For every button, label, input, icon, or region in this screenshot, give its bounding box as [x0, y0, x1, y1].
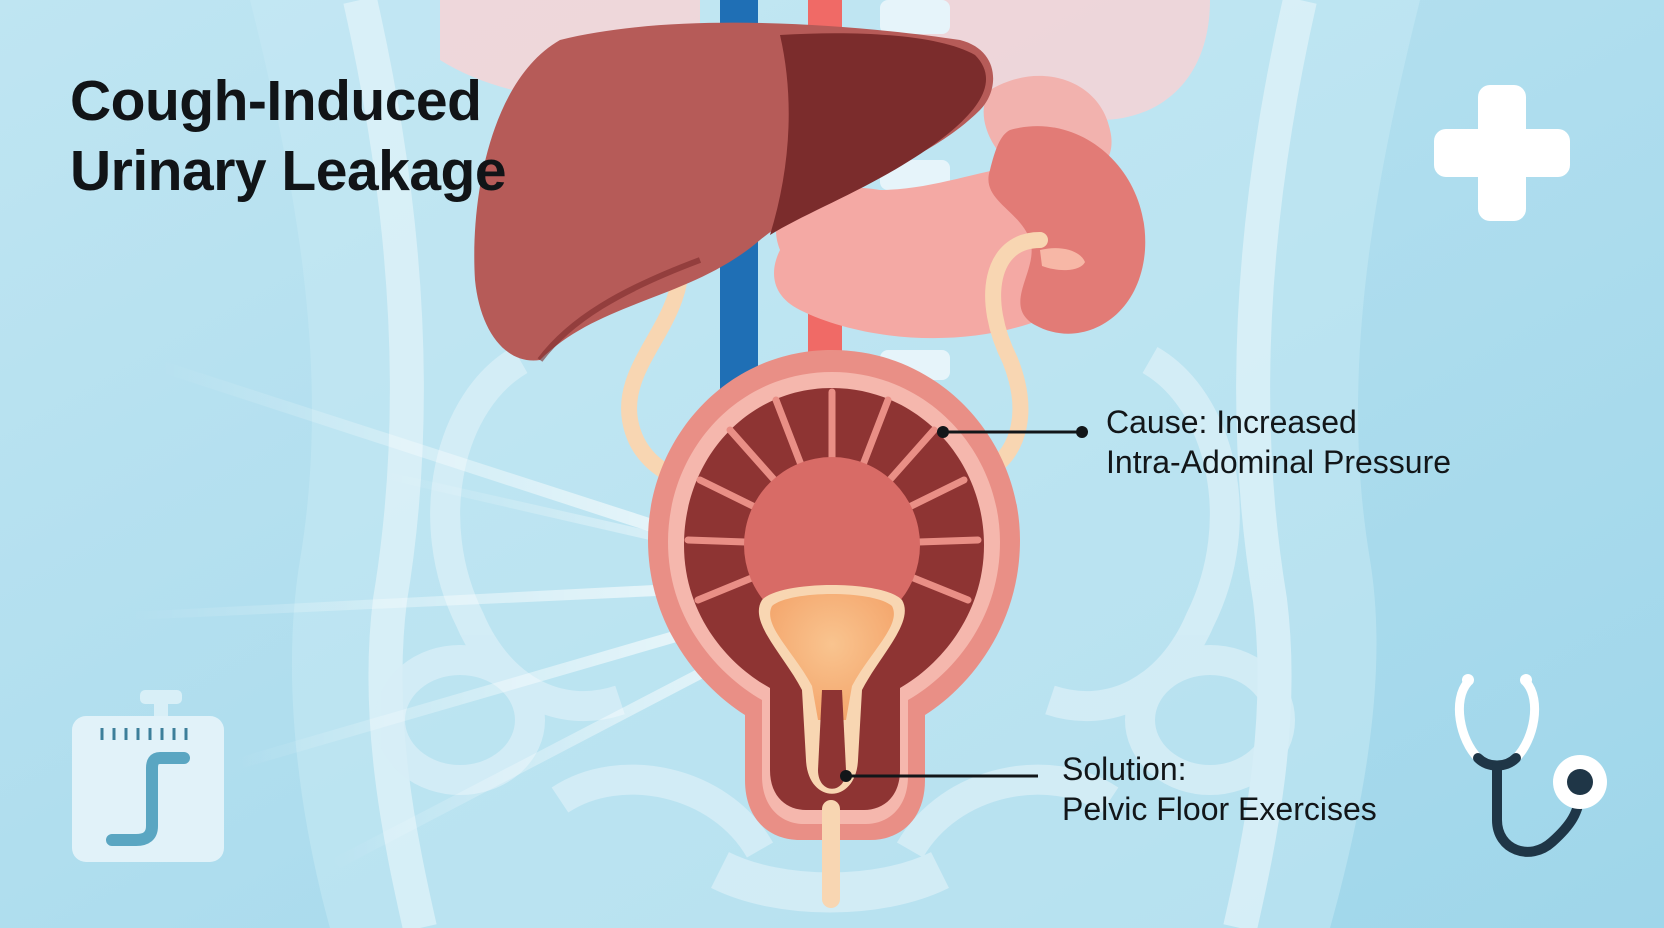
title-line-2: Urinary Leakage — [70, 139, 507, 203]
timer-icon — [72, 690, 224, 862]
urine — [770, 594, 894, 720]
kidney — [988, 126, 1146, 334]
pelvis-bones — [375, 346, 1295, 913]
left-body-outline — [343, 0, 437, 928]
left-ureter — [621, 242, 689, 488]
cause-line-1: Cause: Increased — [1106, 404, 1357, 440]
page-title: Cough-Induced Urinary Leakage — [70, 66, 507, 206]
renal-pelvis — [1040, 248, 1085, 271]
title-line-1: Cough-Induced — [70, 69, 482, 133]
cause-callout: Cause: Increased Intra-Adominal Pressure — [1106, 402, 1451, 482]
urethral-sphincter — [818, 690, 846, 789]
bladder — [648, 350, 1020, 908]
cause-leader — [937, 426, 1088, 438]
urethra-tube — [822, 800, 840, 908]
liver-right-lobe — [770, 33, 987, 236]
solution-leader — [840, 770, 1038, 782]
medical-cross-icon — [1434, 85, 1570, 221]
right-ureter — [982, 232, 1048, 478]
liver-shadow — [537, 257, 702, 362]
cause-line-2: Intra-Adominal Pressure — [1106, 444, 1452, 480]
right-body-outline — [1223, 0, 1317, 928]
solution-line-1: Solution: — [1062, 751, 1187, 787]
solution-line-2: Pelvic Floor Exercises — [1062, 791, 1377, 827]
solution-callout: Solution: Pelvic Floor Exercises — [1062, 749, 1377, 829]
cough-pressure-beams — [130, 360, 790, 868]
stethoscope-icon — [1454, 674, 1607, 857]
